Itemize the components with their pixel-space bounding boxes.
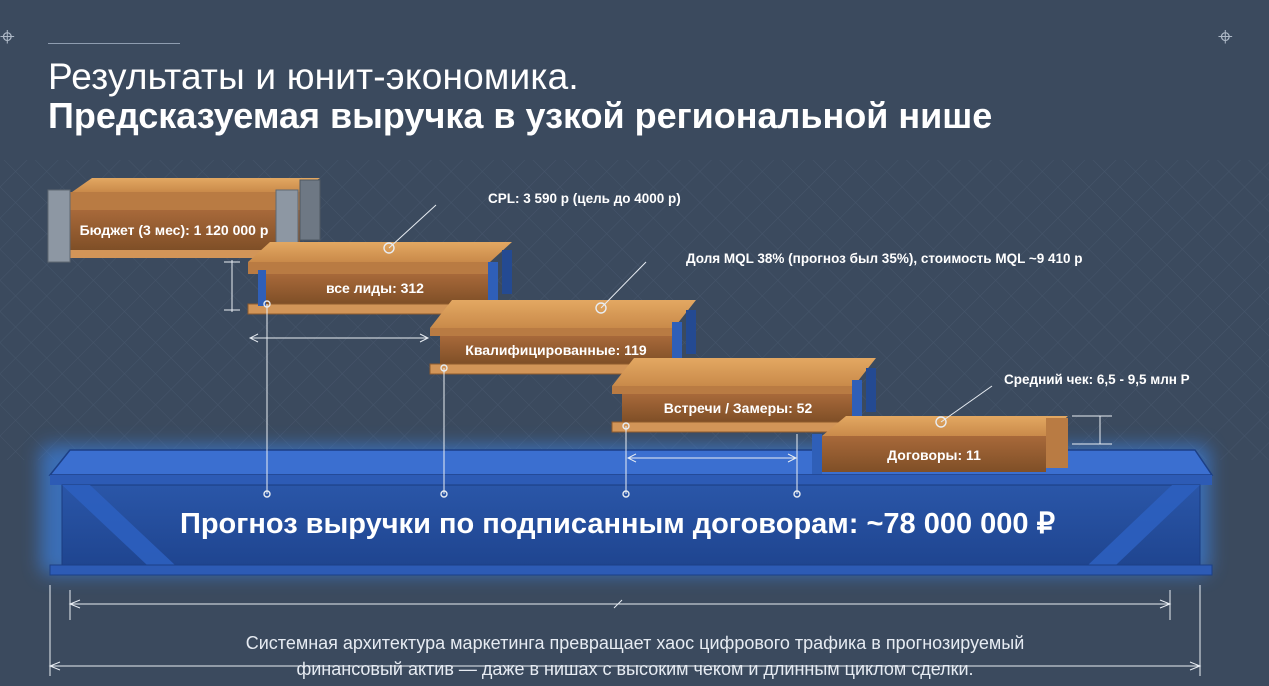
beam-top-edge [50, 475, 1212, 485]
crosshair-icon: ⌖ [1218, 24, 1233, 50]
footer-line-2: финансовый актив — даже в нишах с высоки… [150, 656, 1120, 682]
step-meetings [612, 358, 876, 432]
annotation-avg-check: Средний чек: 6,5 - 9,5 млн Р [1004, 372, 1190, 387]
footer-line-1: Системная архитектура маркетинга превращ… [150, 630, 1120, 656]
title-rule [48, 43, 180, 44]
step-label-qualified: Квалифицированные: 119 [440, 342, 672, 358]
step-label-meetings: Встречи / Замеры: 52 [622, 400, 854, 416]
crosshair-icon: ⌖ [0, 24, 15, 50]
title-line-2: Предсказуемая выручка в узкой региональн… [48, 95, 992, 137]
beam-bottom-flange [50, 565, 1212, 575]
step-label-contracts: Договоры: 11 [822, 447, 1046, 463]
footer-caption: Системная архитектура маркетинга превращ… [150, 630, 1120, 682]
annotation-mql: Доля MQL 38% (прогноз был 35%), стоимост… [686, 251, 1083, 266]
annotation-cpl: CPL: 3 590 р (цель до 4000 р) [488, 191, 681, 206]
step-label-budget: Бюджет (3 мес): 1 120 000 р [48, 222, 300, 238]
step-label-leads: все лиды: 312 [260, 280, 490, 296]
revenue-forecast: Прогноз выручки по подписанным договорам… [180, 506, 1060, 541]
title-line-1: Результаты и юнит-экономика. [48, 56, 579, 98]
step-contracts [812, 416, 1068, 474]
